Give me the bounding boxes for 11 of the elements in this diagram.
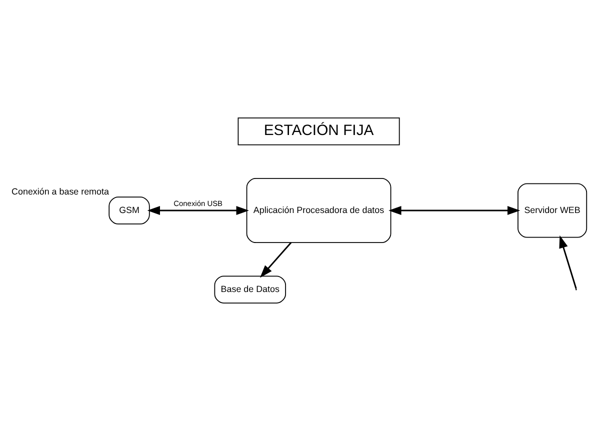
arrow xyxy=(388,206,520,215)
node-box: Aplicación Procesadora de datos xyxy=(246,178,392,244)
node-box: GSM xyxy=(108,196,150,224)
edge-label: Conexión USB xyxy=(174,199,223,208)
arrow xyxy=(260,242,292,278)
node-box: ESTACIÓN FIJA xyxy=(238,118,400,146)
arrow xyxy=(559,235,577,289)
node-box: Base de Datos xyxy=(214,276,286,304)
node-label: Conexión a base remota xyxy=(12,186,109,197)
arrow xyxy=(147,206,249,215)
node-box: Servidor WEB xyxy=(518,183,588,238)
